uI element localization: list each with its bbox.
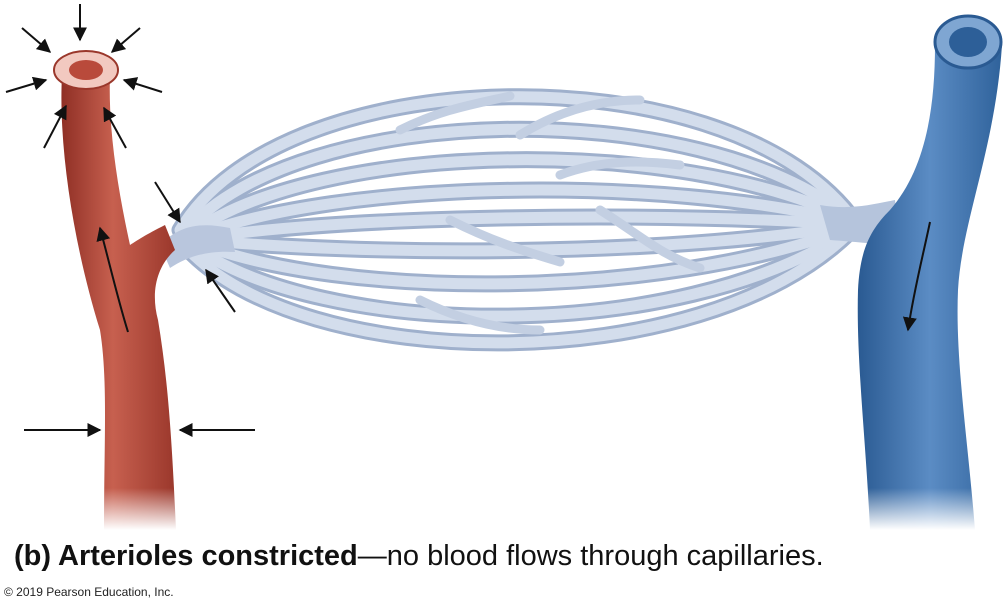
caption-description: —no blood flows through capillaries. xyxy=(357,540,824,572)
venule xyxy=(850,14,1003,530)
constriction-arrows xyxy=(5,4,255,437)
capillary-bed xyxy=(160,88,900,352)
arteriole-flow-arrow xyxy=(96,226,129,333)
arteriole xyxy=(53,50,185,530)
arteriole-capillary-diagram xyxy=(5,4,1003,530)
venule-flow-arrow xyxy=(902,221,931,332)
caption-title: (b) Arterioles constricted xyxy=(14,540,358,572)
flow-arrows xyxy=(96,221,931,333)
figure-caption: (b) Arterioles constricted—no blood flow… xyxy=(14,540,824,573)
copyright-notice: © 2019 Pearson Education, Inc. xyxy=(4,585,174,599)
